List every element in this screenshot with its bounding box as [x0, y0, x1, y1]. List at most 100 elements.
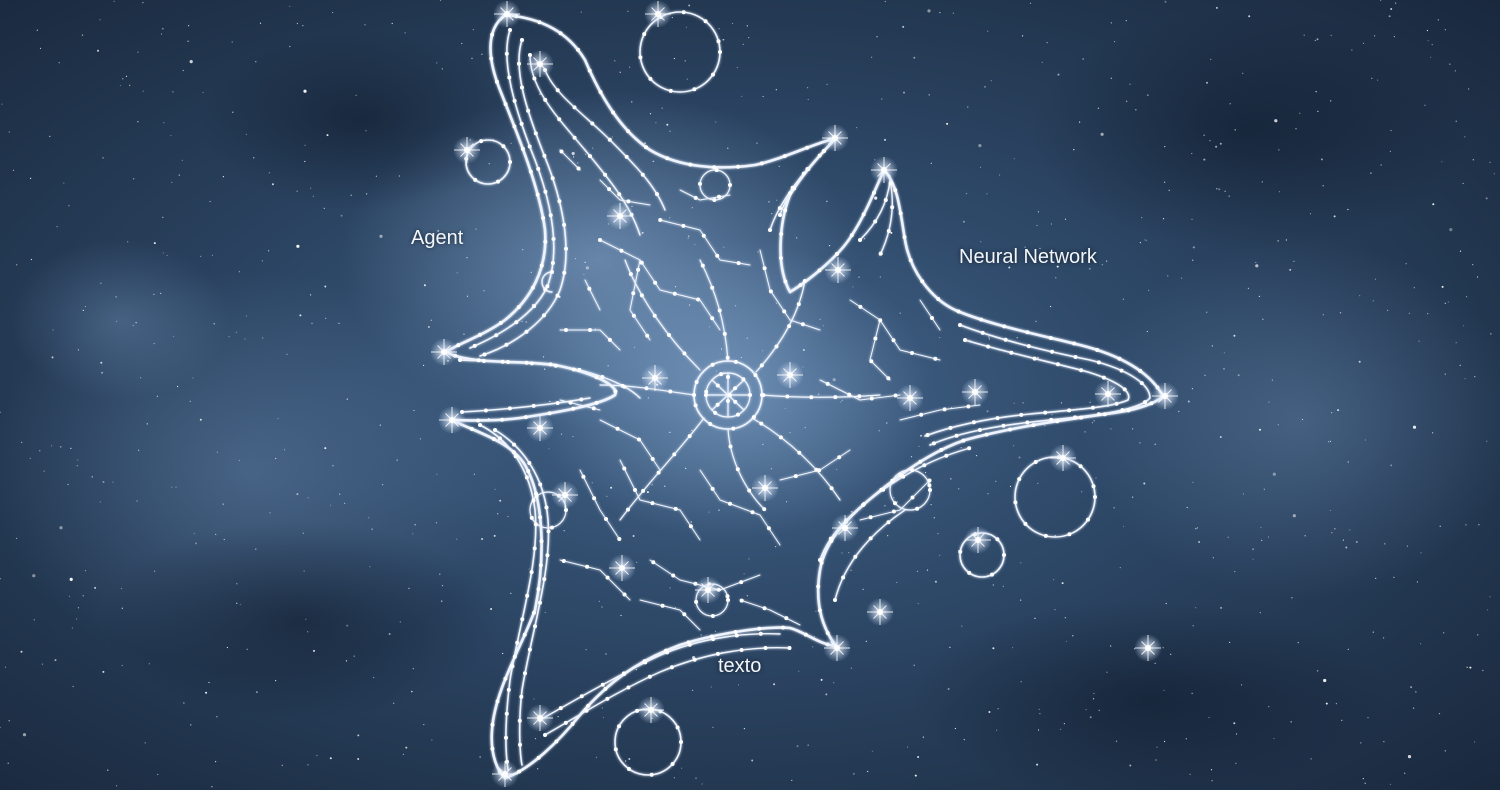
background-star [757, 251, 759, 253]
background-star [137, 51, 139, 53]
background-star [1106, 260, 1108, 262]
background-star [714, 630, 717, 632]
background-star [1341, 719, 1343, 721]
background-star [688, 4, 691, 7]
node-dot [1086, 517, 1090, 522]
node-dot [638, 55, 643, 60]
background-star [423, 724, 425, 726]
background-star [463, 333, 465, 335]
background-star [1061, 582, 1064, 585]
background-star [332, 11, 334, 14]
background-star [510, 142, 512, 144]
background-star [1390, 129, 1392, 132]
background-star [692, 689, 694, 691]
node-dot [715, 651, 720, 656]
background-star [574, 258, 577, 260]
node-dot [868, 515, 873, 520]
background-star [329, 757, 332, 760]
background-star [461, 42, 463, 45]
node-dot [1149, 401, 1154, 406]
node-dot [538, 563, 543, 568]
background-star [1180, 277, 1183, 279]
node-dot [512, 124, 517, 129]
background-star [740, 356, 743, 359]
background-star [107, 769, 109, 771]
texto-label: texto [718, 655, 762, 677]
background-star [195, 542, 198, 545]
node-dot [617, 192, 622, 197]
background-star [731, 22, 734, 25]
background-star [533, 698, 535, 700]
background-star [992, 584, 994, 586]
background-star [77, 607, 80, 609]
background-star [1195, 528, 1197, 530]
background-star [1110, 428, 1112, 430]
background-star [1185, 738, 1187, 740]
node-dot [600, 375, 605, 379]
background-star [722, 39, 724, 41]
background-star [183, 702, 185, 704]
node-dot [670, 762, 675, 766]
background-star [41, 663, 44, 665]
node-dot [636, 267, 641, 272]
background-star [807, 744, 809, 746]
node-dot [948, 425, 953, 430]
flare-star [644, 0, 672, 28]
node-dot [977, 428, 982, 432]
node-dot [555, 88, 560, 93]
background-star [735, 305, 737, 307]
background-star [674, 286, 677, 288]
background-star [602, 716, 605, 719]
background-star [1143, 482, 1146, 485]
background-star [1125, 20, 1127, 22]
node-dot [514, 320, 519, 325]
node-dot [675, 725, 680, 730]
node-dot [538, 515, 543, 520]
background-star [269, 512, 271, 514]
background-star [1277, 424, 1279, 426]
background-star [1314, 39, 1316, 42]
background-star [1203, 134, 1205, 136]
node-dot [898, 211, 903, 216]
node-dot [1122, 387, 1127, 392]
node-dot [653, 280, 658, 285]
node-dot [507, 406, 512, 411]
background-star [160, 292, 162, 294]
background-star [302, 25, 304, 27]
background-star [1215, 145, 1218, 148]
background-star [253, 157, 255, 159]
node-dot [956, 309, 961, 314]
background-star [475, 228, 477, 230]
background-star [988, 336, 990, 338]
node-dot [532, 76, 537, 81]
background-star [1322, 314, 1324, 316]
background-star [910, 456, 913, 458]
background-star [1259, 612, 1261, 614]
background-star [1098, 709, 1100, 712]
flare-star [526, 50, 554, 78]
background-star [171, 486, 173, 488]
node-dot [537, 20, 542, 25]
background-star [29, 457, 31, 459]
background-star [146, 423, 148, 425]
background-star [1372, 631, 1374, 633]
node-dot [728, 444, 733, 449]
background-star [1164, 146, 1166, 148]
background-star [1455, 342, 1457, 344]
background-star [200, 255, 202, 257]
node-dot [619, 248, 624, 253]
background-star [1329, 509, 1331, 512]
nebula-clouds [0, 10, 1500, 790]
node-dot [506, 360, 510, 364]
background-star [560, 433, 563, 435]
node-dot [682, 351, 687, 356]
node-dot [861, 502, 866, 507]
node-dot [692, 657, 697, 662]
node-dot [548, 213, 553, 218]
background-star [36, 29, 38, 31]
node-dot [563, 720, 568, 725]
node-dot [881, 487, 886, 492]
background-star [1192, 481, 1194, 483]
background-star [172, 91, 174, 93]
node-dot [533, 624, 537, 629]
